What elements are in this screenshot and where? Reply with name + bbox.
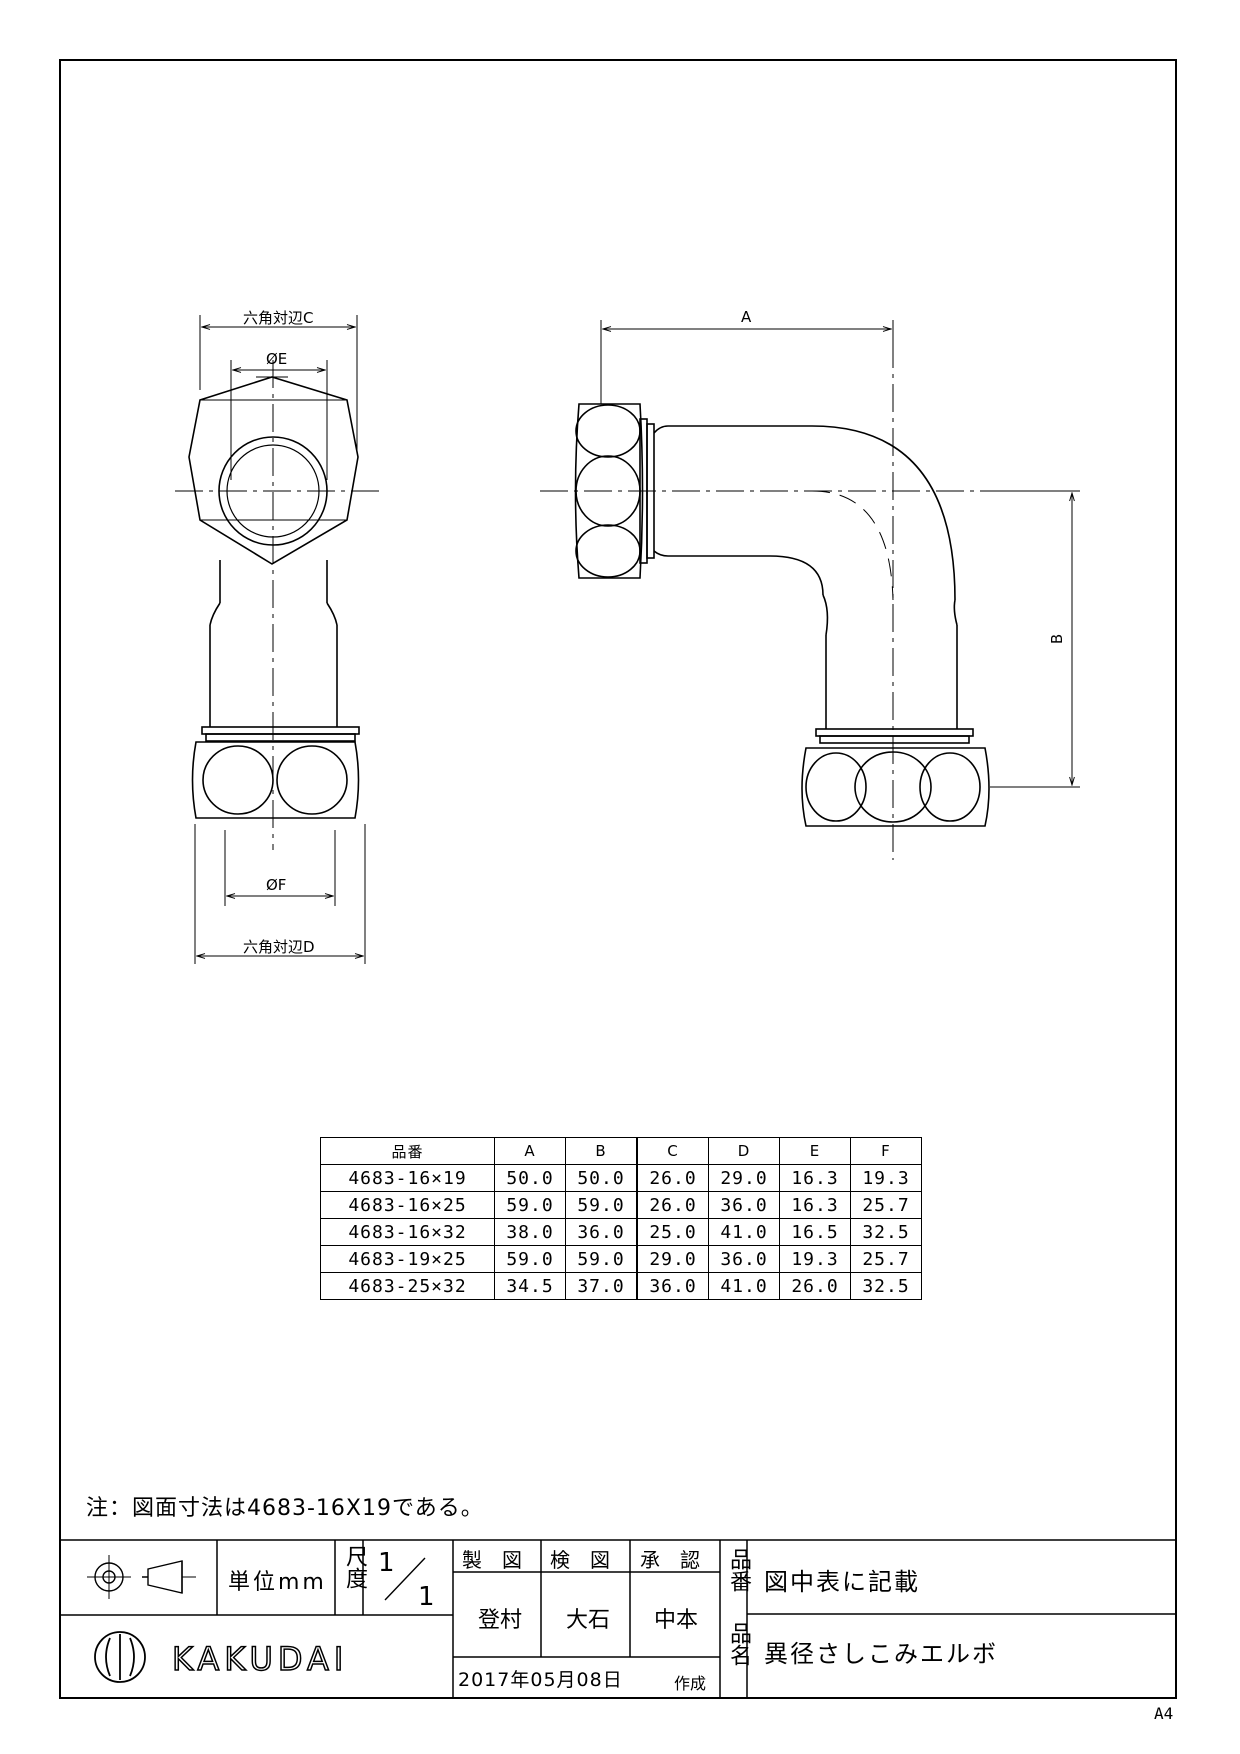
table-cell: 16.3	[779, 1164, 851, 1192]
title-block-grid	[59, 1539, 1177, 1699]
dim-label-b: B	[1048, 633, 1067, 645]
header-a: A	[494, 1137, 566, 1165]
scale-numerator: 1	[378, 1548, 395, 1578]
table-row: 4683-25×32 34.5 37.0 36.0 41.0 26.0 32.5	[320, 1272, 922, 1300]
table-cell: 4683-16×25	[320, 1191, 495, 1219]
table-cell: 26.0	[636, 1191, 709, 1219]
table-cell: 4683-16×19	[320, 1164, 495, 1192]
dim-label-dia-f: ØF	[266, 876, 287, 894]
dimensions-table: 品番 A B C D E F 4683-16×19 50.0 50.0 26.0…	[320, 1137, 922, 1300]
table-cell: 4683-25×32	[320, 1272, 495, 1300]
table-row: 4683-16×32 38.0 36.0 25.0 41.0 16.5 32.5	[320, 1218, 922, 1246]
drawing-note: 注：図面寸法は4683-16X19である。	[86, 1496, 484, 1521]
table-cell: 26.0	[636, 1164, 709, 1192]
unit-label: 単位mm	[228, 1570, 327, 1595]
table-cell: 38.0	[494, 1218, 566, 1246]
table-cell: 16.5	[779, 1218, 851, 1246]
table-row: 4683-16×19 50.0 50.0 26.0 29.0 16.3 19.3	[320, 1164, 922, 1192]
created-label: 作成	[674, 1674, 707, 1693]
dim-label-hex-c: 六角対辺C	[243, 309, 314, 327]
checked-by: 大石	[566, 1608, 611, 1633]
table-cell: 29.0	[636, 1245, 709, 1273]
table-cell: 19.3	[850, 1164, 922, 1192]
front-view	[175, 315, 385, 964]
table-cell: 41.0	[708, 1218, 780, 1246]
drawing-frame	[59, 59, 1177, 1699]
drawn-label: 製 図	[462, 1548, 522, 1572]
table-cell: 32.5	[850, 1272, 922, 1300]
side-view	[540, 320, 1080, 860]
sheet-size: A4	[1154, 1704, 1174, 1723]
table-cell: 4683-16×32	[320, 1218, 495, 1246]
table-cell: 59.0	[494, 1191, 566, 1219]
drawn-by: 登村	[478, 1608, 523, 1633]
scale-denominator: 1	[418, 1582, 435, 1612]
approved-label: 承 認	[640, 1548, 700, 1572]
table-cell: 4683-19×25	[320, 1245, 495, 1273]
table-header-row: 品番 A B C D E F	[320, 1137, 922, 1165]
part-number-label: 品番	[726, 1548, 751, 1592]
table-cell: 59.0	[565, 1245, 638, 1273]
table-cell: 16.3	[779, 1191, 851, 1219]
table-cell: 32.5	[850, 1218, 922, 1246]
projection-symbol-icon	[87, 1555, 196, 1599]
table-cell: 25.7	[850, 1245, 922, 1273]
table-cell: 26.0	[779, 1272, 851, 1300]
checked-label: 検 図	[550, 1548, 610, 1572]
table-cell: 50.0	[565, 1164, 638, 1192]
dim-label-a: A	[741, 308, 752, 326]
table-cell: 36.0	[636, 1272, 709, 1300]
table-cell: 25.0	[636, 1218, 709, 1246]
company-name: KAKUDAI	[171, 1639, 349, 1679]
header-part-number: 品番	[320, 1137, 495, 1165]
table-cell: 36.0	[708, 1191, 780, 1219]
kakudai-logo-icon	[94, 1631, 146, 1683]
header-e: E	[779, 1137, 851, 1165]
table-row: 4683-16×25 59.0 59.0 26.0 36.0 16.3 25.7	[320, 1191, 922, 1219]
table-cell: 34.5	[494, 1272, 566, 1300]
part-number-value: 図中表に記載	[764, 1568, 920, 1596]
table-cell: 59.0	[565, 1191, 638, 1219]
header-b: B	[565, 1137, 638, 1165]
table-row: 4683-19×25 59.0 59.0 29.0 36.0 19.3 25.7	[320, 1245, 922, 1273]
table-cell: 59.0	[494, 1245, 566, 1273]
creation-date: 2017年05月08日	[458, 1669, 623, 1691]
table-cell: 19.3	[779, 1245, 851, 1273]
header-d: D	[708, 1137, 780, 1165]
table-cell: 36.0	[708, 1245, 780, 1273]
part-name-value: 異径さしこみエルボ	[764, 1640, 998, 1668]
header-f: F	[850, 1137, 922, 1165]
table-cell: 37.0	[565, 1272, 638, 1300]
table-cell: 25.7	[850, 1191, 922, 1219]
approved-by: 中本	[654, 1608, 699, 1633]
table-cell: 29.0	[708, 1164, 780, 1192]
scale-label: 尺度	[342, 1545, 367, 1589]
part-name-label: 品名	[726, 1622, 751, 1666]
table-cell: 50.0	[494, 1164, 566, 1192]
table-cell: 41.0	[708, 1272, 780, 1300]
dim-label-hex-d: 六角対辺D	[243, 938, 315, 956]
dim-label-dia-e: ØE	[266, 350, 288, 368]
table-cell: 36.0	[565, 1218, 638, 1246]
header-c: C	[636, 1137, 709, 1165]
